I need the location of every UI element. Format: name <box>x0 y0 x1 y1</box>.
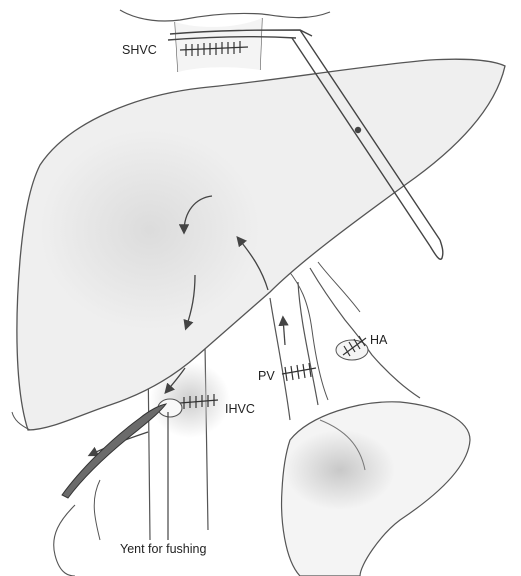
vent-label: Yent for fushing <box>120 543 206 556</box>
shvc-vessel <box>120 10 330 72</box>
vent-catheter <box>62 404 166 498</box>
pv-label: PV <box>258 370 275 383</box>
bowel-loops <box>282 402 470 576</box>
hepatic-artery <box>310 262 420 398</box>
ha-label: HA <box>370 334 387 347</box>
ihvc-label: IHVC <box>225 403 255 416</box>
lower-vessel-outline <box>54 480 100 576</box>
portal-vein <box>270 270 328 420</box>
shvc-label: SHVC <box>122 44 157 57</box>
